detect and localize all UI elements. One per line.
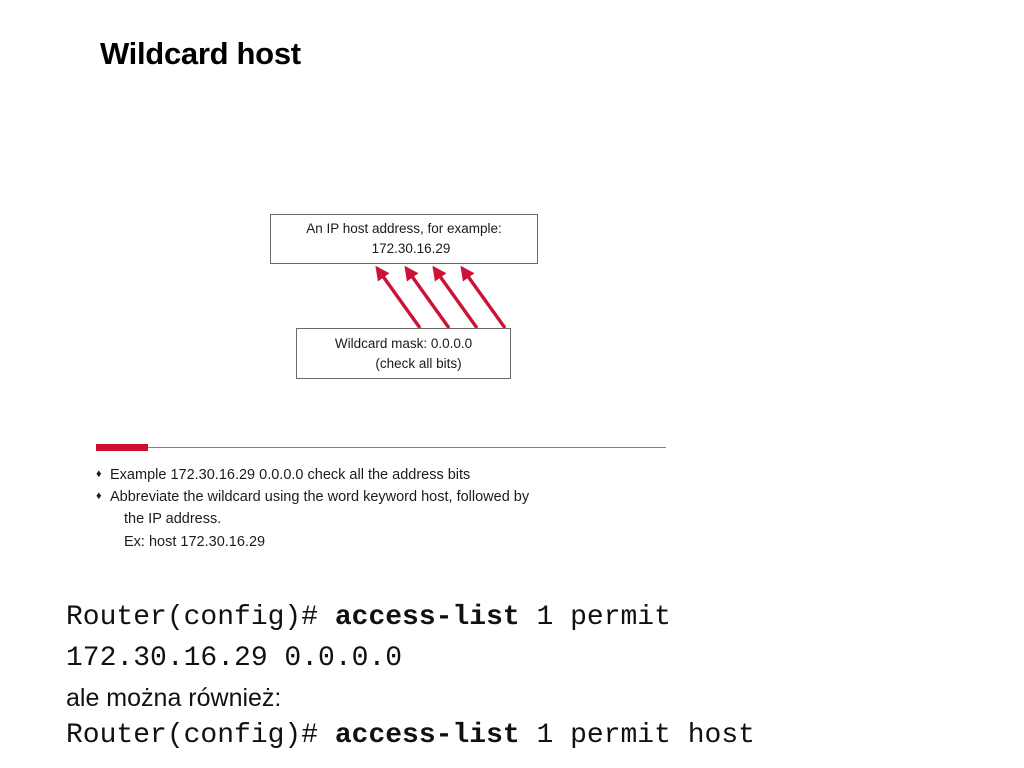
page-title: Wildcard host	[100, 36, 301, 71]
wildcard-host-diagram: An IP host address, for example: 172.30.…	[262, 206, 552, 391]
diamond-bullet-icon: ♦	[96, 468, 102, 480]
accent-rule-thick	[96, 444, 148, 451]
cli-command-block: Router(config)# access-list 1 permit 172…	[66, 598, 966, 757]
arrow-3	[432, 265, 479, 329]
list-item: ♦ Abbreviate the wildcard using the word…	[96, 486, 696, 553]
list-item-sub-line: the IP address.	[124, 511, 222, 528]
mask-box-line-1: Wildcard mask: 0.0.0.0	[334, 335, 473, 351]
accent-rule-thin	[148, 446, 666, 449]
cli-prompt: Router(config)#	[66, 720, 335, 752]
ip-host-address-box: An IP host address, for example: 172.30.…	[270, 214, 538, 264]
address-box-line-1: An IP host address, for example:	[306, 221, 502, 237]
list-item-body: Abbreviate the wildcard using the word k…	[110, 486, 696, 553]
list-item-label: Example 172.30.16.29 0.0.0.0 check all t…	[110, 467, 471, 483]
bullet-list: ♦ Example 172.30.16.29 0.0.0.0 check all…	[96, 464, 696, 553]
cli-command-line-3: Router(config)# access-list 1 permit hos…	[66, 716, 966, 757]
cli-command-line-2: 172.30.16.29 0.0.0.0	[66, 642, 403, 674]
list-item: ♦ Example 172.30.16.29 0.0.0.0 check all…	[96, 464, 696, 486]
diamond-bullet-icon: ♦	[96, 490, 102, 503]
arrow-group	[375, 265, 507, 329]
cli-args: 1 permit host	[519, 720, 755, 752]
polish-note: ale można również:	[66, 683, 282, 712]
mask-box-line-2: (check all bits)	[375, 355, 462, 371]
cli-args: 1 permit	[519, 602, 671, 633]
cli-keyword: access-list	[334, 720, 520, 752]
arrow-1	[375, 265, 422, 329]
arrow-4	[460, 265, 507, 329]
cli-command-line-1: Router(config)# access-list 1 permit	[66, 598, 966, 639]
list-item-label: Abbreviate the wildcard using the word k…	[110, 489, 530, 506]
arrow-2	[404, 265, 451, 329]
cli-prompt: Router(config)#	[66, 602, 335, 633]
cli-keyword: access-list	[334, 602, 520, 633]
address-box-line-2: 172.30.16.29	[371, 241, 451, 256]
accent-rule-divider	[96, 444, 666, 451]
list-item-sub-line: Ex: host 172.30.16.29	[124, 533, 266, 550]
wildcard-mask-box: Wildcard mask: 0.0.0.0 (check all bits)	[296, 328, 511, 379]
